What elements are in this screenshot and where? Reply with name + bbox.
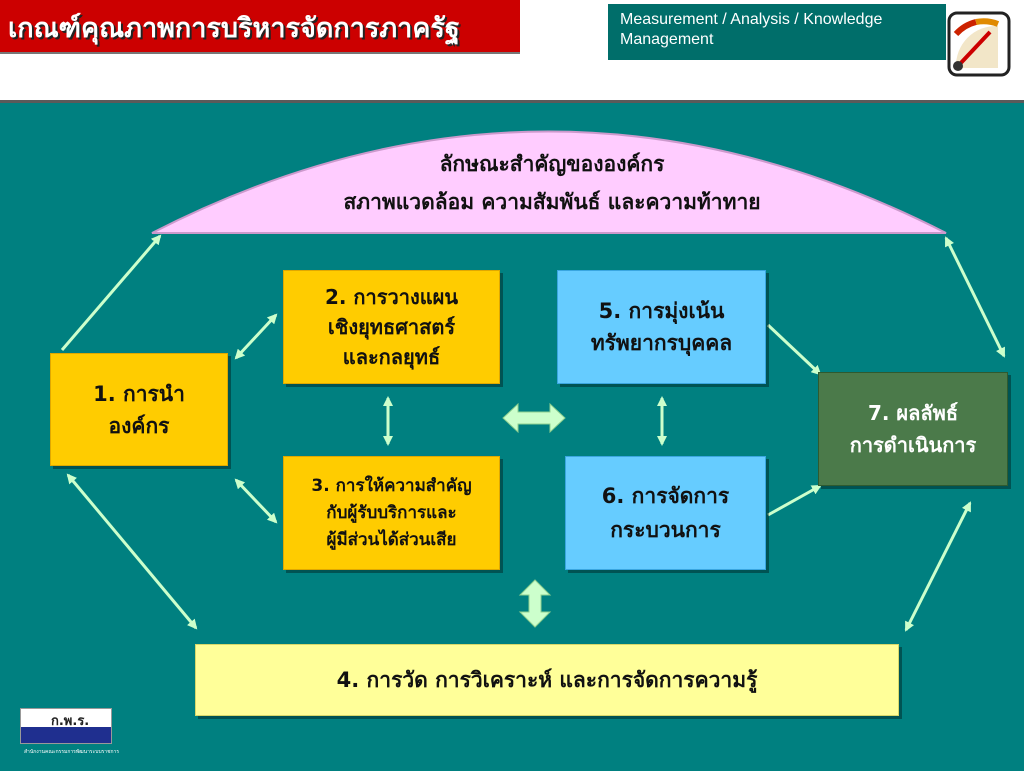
- box-leadership: 1. การนำ องค์กร: [50, 353, 228, 466]
- title-bar: เกณฑ์คุณภาพการบริหารจัดการภาครัฐ: [0, 0, 520, 54]
- subtitle-line-2: Management: [620, 31, 714, 48]
- box-process-management: 6. การจัดการ กระบวนการ: [565, 456, 766, 570]
- slide-title: เกณฑ์คุณภาพการบริหารจัดการภาครัฐ: [8, 13, 460, 44]
- connector-5-to-7: [766, 323, 822, 376]
- gauge-icon: [947, 11, 1011, 77]
- dome-title-line-2: สภาพแวดล้อม ความสัมพันธ์ และความท้าทาย: [343, 190, 761, 214]
- box-measurement-analysis-label: 4. การวัด การวิเคราะห์ และการจัดการความร…: [336, 667, 758, 692]
- subtitle-line-1: Measurement / Analysis / Knowledge: [620, 11, 883, 28]
- box-customer-focus: 3. การให้ความสำคัญ กับผู้รับบริการและ ผู…: [283, 456, 500, 570]
- logo-bar: สำนักงานคณะกรรมการพัฒนาระบบราชการ: [21, 727, 119, 755]
- exchange-arrow-horizontal: [502, 402, 566, 434]
- box-workforce-focus-line-2: ทรัพยากรบุคคล: [590, 331, 733, 355]
- box-customer-focus-line-2: กับผู้รับบริการและ: [326, 502, 457, 523]
- box-customer-focus-line-3: ผู้มีส่วนได้ส่วนเสีย: [326, 529, 457, 550]
- exchange-arrow-vertical: [518, 579, 552, 628]
- box-workforce-focus: 5. การมุ่งเน้น ทรัพยากรบุคคล: [557, 270, 766, 384]
- connector-1-to-dome: [60, 234, 162, 351]
- box-strategic-planning: 2. การวางแผน เชิงยุทธศาสตร์ และกลยุทธ์: [283, 270, 500, 384]
- box-process-management-line-1: 6. การจัดการ: [601, 484, 730, 508]
- dome-title-line-1: ลักษณะสำคัญขององค์กร: [439, 152, 665, 176]
- logo-text: ก.พ.ร.: [51, 714, 90, 729]
- box-leadership-line-2: องค์กร: [108, 413, 170, 438]
- box-strategic-planning-line-3: และกลยุทธ์: [342, 345, 441, 369]
- box-workforce-focus-line-1: 5. การมุ่งเน้น: [598, 299, 725, 323]
- logo-subtext: สำนักงานคณะกรรมการพัฒนาระบบราชการ: [24, 749, 120, 755]
- organizational-profile-dome: [151, 130, 947, 234]
- opdc-logo: ก.พ.ร. สำนักงานคณะกรรมการพัฒนาระบบราชการ: [20, 708, 119, 755]
- box-strategic-planning-line-2: เชิงยุทธศาสตร์: [327, 315, 456, 339]
- connector-1-to-2: [234, 313, 278, 360]
- box-strategic-planning-line-1: 2. การวางแผน: [324, 285, 459, 309]
- connector-1-to-4: [66, 473, 198, 630]
- box-customer-focus-line-1: 3. การให้ความสำคัญ: [311, 475, 472, 496]
- box-process-management-line-2: กระบวนการ: [610, 518, 721, 542]
- box-results-line-1: 7. ผลลัพธ์: [867, 401, 959, 425]
- subtitle-box: Measurement / Analysis / Knowledge Manag…: [608, 4, 946, 60]
- connector-7-to-4: [904, 501, 972, 632]
- connector-6-to-7: [767, 484, 822, 517]
- box-results: 7. ผลลัพธ์ การดำเนินการ: [818, 372, 1008, 486]
- connector-1-to-3: [234, 478, 278, 524]
- box-measurement-analysis: 4. การวัด การวิเคราะห์ และการจัดการความร…: [195, 644, 899, 716]
- connector-dome-to-7: [944, 236, 1006, 358]
- box-results-line-2: การดำเนินการ: [849, 433, 977, 457]
- box-leadership-line-1: 1. การนำ: [93, 381, 185, 406]
